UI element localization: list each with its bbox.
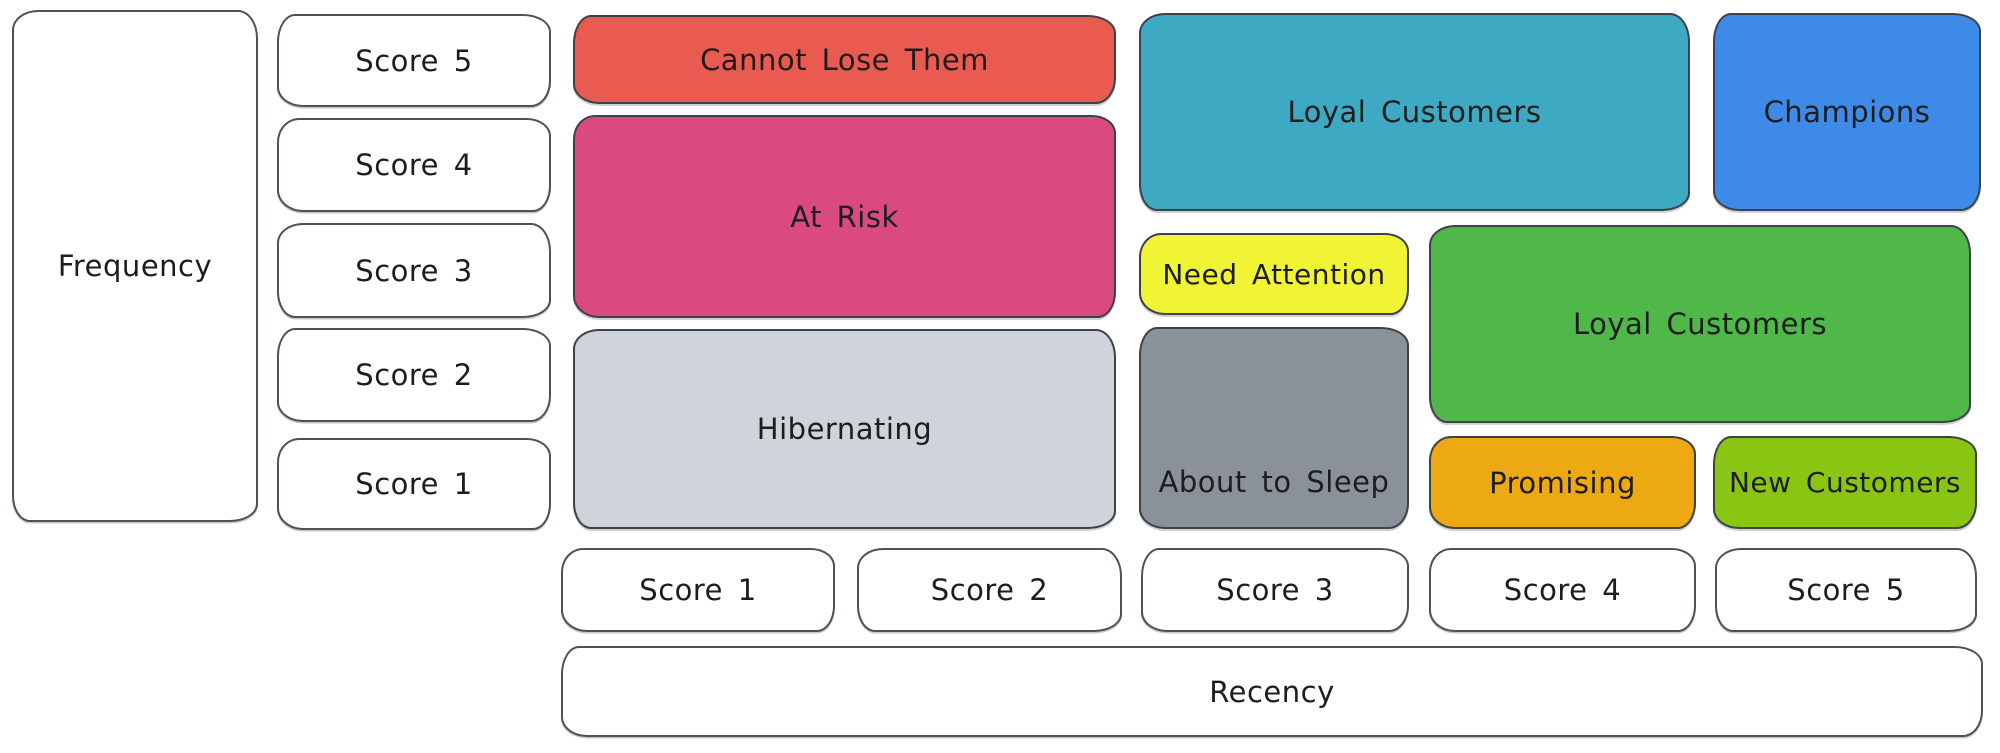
recency-score-3-box: Score 3 — [1141, 548, 1409, 632]
frequency-axis-label-box: Frequency — [12, 10, 258, 522]
recency-score-4-box: Score 4 — [1429, 548, 1696, 632]
segment-at-risk-label: At Risk — [790, 199, 899, 234]
segment-promising-label: Promising — [1489, 465, 1636, 500]
segment-new-customers-label: New Customers — [1728, 466, 1962, 499]
segment-about-to-sleep: About to Sleep — [1139, 327, 1409, 529]
segment-loyal-customers-top-label: Loyal Customers — [1287, 95, 1542, 129]
recency-score-1-label: Score 1 — [639, 573, 757, 607]
recency-score-5-label: Score 5 — [1787, 573, 1905, 607]
segment-champions: Champions — [1713, 13, 1981, 211]
frequency-axis-label: Frequency — [57, 249, 213, 283]
recency-score-2-label: Score 2 — [930, 573, 1049, 607]
frequency-score-2-box: Score 2 — [277, 328, 551, 422]
frequency-score-4-label: Score 4 — [355, 148, 473, 182]
frequency-score-3-box: Score 3 — [277, 223, 551, 318]
frequency-score-2-label: Score 2 — [355, 358, 473, 392]
frequency-score-3-label: Score 3 — [355, 253, 473, 288]
segment-cannot-lose-them-label: Cannot Lose Them — [700, 42, 989, 77]
segment-need-attention-label: Need Attention — [1162, 257, 1386, 291]
frequency-score-4-box: Score 4 — [277, 118, 551, 212]
recency-score-3-label: Score 3 — [1216, 573, 1334, 607]
segment-need-attention: Need Attention — [1139, 233, 1409, 315]
segment-champions-label: Champions — [1763, 95, 1931, 129]
segment-about-to-sleep-label: About to Sleep — [1158, 465, 1390, 499]
frequency-score-5-label: Score 5 — [355, 43, 473, 78]
recency-score-2-box: Score 2 — [857, 548, 1122, 632]
segment-cannot-lose-them: Cannot Lose Them — [573, 15, 1116, 104]
segment-hibernating: Hibernating — [573, 329, 1116, 529]
segment-at-risk: At Risk — [573, 115, 1116, 318]
segment-loyal-customers-mid: Loyal Customers — [1429, 225, 1971, 423]
segment-loyal-customers-top: Loyal Customers — [1139, 13, 1690, 211]
recency-axis-label-box: Recency — [561, 646, 1983, 737]
frequency-score-1-label: Score 1 — [355, 467, 473, 501]
recency-score-4-label: Score 4 — [1503, 573, 1622, 607]
recency-axis-label: Recency — [1209, 674, 1335, 709]
segment-loyal-customers-mid-label: Loyal Customers — [1572, 307, 1828, 341]
recency-score-5-box: Score 5 — [1715, 548, 1977, 632]
recency-score-1-box: Score 1 — [561, 548, 835, 632]
frequency-score-1-box: Score 1 — [277, 438, 551, 530]
frequency-score-5-box: Score 5 — [277, 14, 551, 107]
segment-new-customers: New Customers — [1713, 436, 1977, 529]
segment-hibernating-label: Hibernating — [756, 412, 933, 446]
segment-promising: Promising — [1429, 436, 1696, 529]
